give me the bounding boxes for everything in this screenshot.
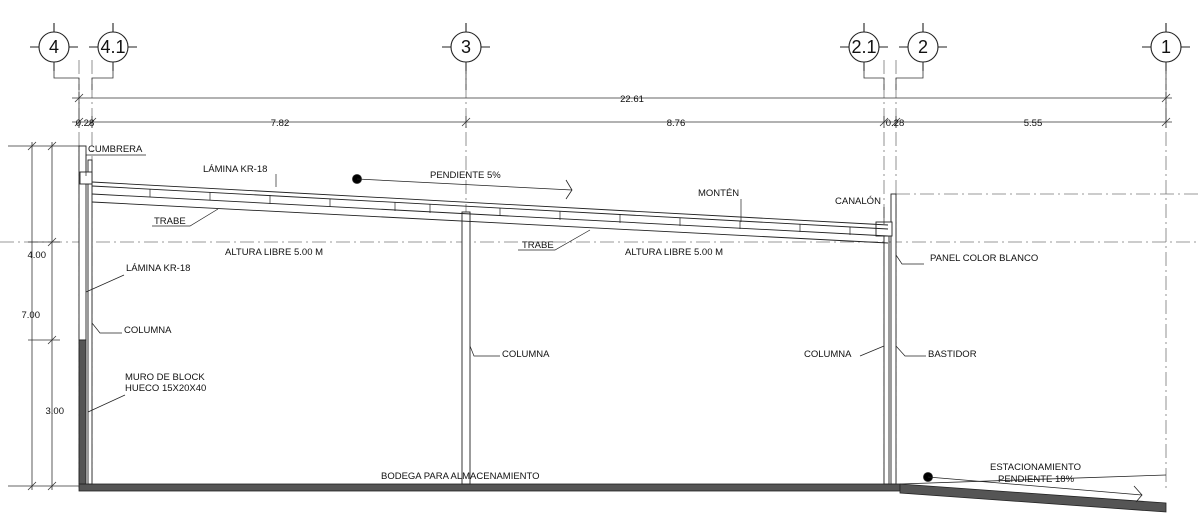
label-bastidor: BASTIDOR xyxy=(928,349,977,360)
label-muro-line1: MURO DE BLOCK xyxy=(125,372,205,383)
bastidor xyxy=(890,193,897,485)
label-altura-right: ALTURA LIBRE 5.00 M xyxy=(625,247,723,258)
label-columna-center: COLUMNA xyxy=(502,349,550,360)
center-column xyxy=(461,211,471,485)
roof xyxy=(91,181,889,244)
axis-bubble-4-1: 4.1 xyxy=(89,23,137,71)
axis-label-2-1: 2.1 xyxy=(851,37,876,57)
axis-bubble-3: 3 xyxy=(442,23,490,71)
label-cumbrera: CUMBRERA xyxy=(88,144,143,155)
label-monten: MONTÉN xyxy=(698,188,739,199)
axis-label-2: 2 xyxy=(918,37,928,57)
slope-arrows xyxy=(352,174,1143,503)
label-columna-right: COLUMNA xyxy=(804,349,852,360)
right-column xyxy=(883,231,890,485)
axis-bubbles: 4 4.1 3 2.1 2 1 xyxy=(30,23,1190,71)
parking-ramp-slab xyxy=(899,483,1167,513)
label-trabe-right: TRABE xyxy=(522,240,554,251)
top-dimension-texts: 22.61 0.28 7.82 8.76 0.28 5.55 xyxy=(76,94,1043,129)
label-lamina-wall: LÁMINA KR-18 xyxy=(126,263,190,274)
label-canalon: CANALÓN xyxy=(835,196,881,207)
label-pendiente-est: PENDIENTE 18% xyxy=(998,474,1075,485)
height-dimension-texts: 4.00 7.00 3.00 xyxy=(22,250,65,417)
label-estacionamiento: ESTACIONAMIENTO xyxy=(990,462,1081,473)
bubble-leaders xyxy=(53,62,1167,90)
left-wall xyxy=(78,145,93,485)
label-columna-left: COLUMNA xyxy=(124,325,172,336)
leader-lines xyxy=(85,154,926,413)
right-structure xyxy=(875,193,897,485)
trabe-bottom xyxy=(91,201,889,244)
axis-bubble-4: 4 xyxy=(30,23,78,71)
label-muro-line2: HUECO 15X20X40 xyxy=(125,383,206,394)
dim-height-upper: 4.00 xyxy=(28,250,47,261)
axis-bubble-1: 1 xyxy=(1142,23,1190,71)
label-bodega: BODEGA PARA ALMACENAMIENTO xyxy=(381,471,540,482)
dim-height-total: 7.00 xyxy=(22,310,41,321)
axis-label-4-1: 4.1 xyxy=(100,37,125,57)
trabe-top xyxy=(91,193,889,237)
label-lamina-roof: LÁMINA KR-18 xyxy=(203,164,267,175)
roof-lamina-top xyxy=(91,181,889,226)
left-column xyxy=(87,159,93,485)
dim-seg-2: 7.82 xyxy=(271,118,290,129)
block-wall xyxy=(78,339,87,485)
label-pendiente: PENDIENTE 5% xyxy=(430,170,501,181)
label-panel: PANEL COLOR BLANCO xyxy=(930,253,1038,264)
label-trabe-left: TRABE xyxy=(154,216,186,227)
bodega-floor-slab xyxy=(78,483,901,492)
monten-ticks xyxy=(149,189,851,235)
floor xyxy=(78,474,1167,513)
label-altura-left: ALTURA LIBRE 5.00 M xyxy=(225,247,323,258)
axis-lines xyxy=(0,60,1200,488)
dim-seg-4: 0.28 xyxy=(886,118,905,129)
dim-seg-3: 8.76 xyxy=(667,118,686,129)
axis-bubble-2-1: 2.1 xyxy=(840,23,888,71)
dim-height-lower: 3.00 xyxy=(46,406,65,417)
roof-lamina-bottom xyxy=(91,185,889,230)
axis-label-3: 3 xyxy=(461,37,471,57)
dim-seg-1: 0.28 xyxy=(76,118,95,129)
dim-total: 22.61 xyxy=(620,94,644,105)
height-dimensions xyxy=(8,141,80,491)
axis-label-4: 4 xyxy=(49,37,59,57)
dim-seg-5: 5.55 xyxy=(1024,118,1043,129)
labels: CUMBRERA LÁMINA KR-18 PENDIENTE 5% MONTÉ… xyxy=(88,144,1081,485)
axis-label-1: 1 xyxy=(1161,37,1171,57)
top-dimensions xyxy=(72,92,1172,128)
